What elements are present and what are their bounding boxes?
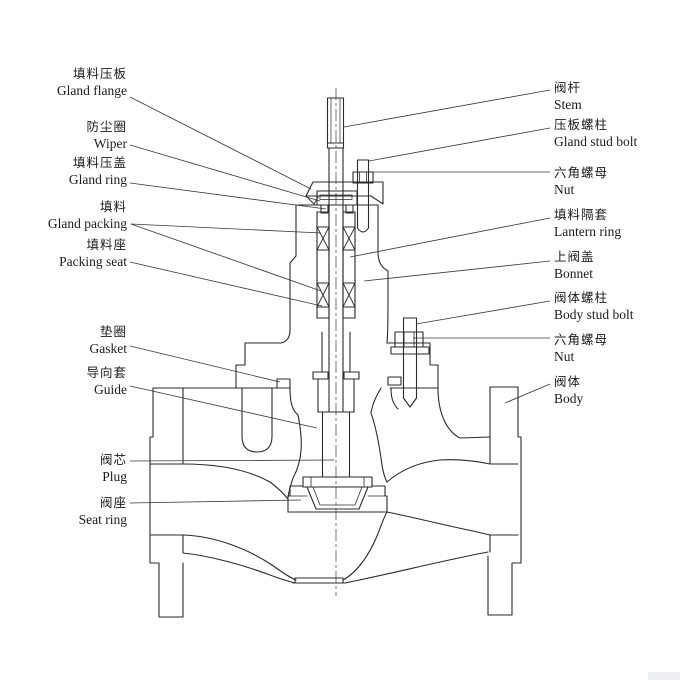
leader-lantern-ring bbox=[349, 217, 551, 258]
label-en: Packing seat bbox=[59, 253, 127, 269]
leader-gland-packing-2 bbox=[130, 223, 322, 292]
label-zh: 六角螺母 bbox=[554, 166, 609, 180]
leader-gasket bbox=[129, 345, 281, 383]
label-en: Bonnet bbox=[554, 265, 593, 281]
label-gland-stud-bolt: 压板螺柱 Gland stud bolt bbox=[554, 118, 680, 149]
label-zh: 六角螺母 bbox=[554, 333, 609, 347]
leader-bonnet bbox=[363, 260, 551, 282]
label-gland-ring: 填料压盖 Gland ring bbox=[0, 156, 127, 187]
label-wiper: 防尘圈 Wiper bbox=[0, 120, 127, 151]
leader-packing-seat bbox=[129, 261, 323, 307]
label-zh: 垫圈 bbox=[99, 325, 127, 339]
label-en: Body stud bolt bbox=[554, 306, 634, 322]
leader-gland-stud bbox=[368, 127, 551, 162]
packing-stack bbox=[316, 211, 356, 319]
body-nut bbox=[390, 331, 430, 355]
plug bbox=[302, 476, 373, 510]
leader-stem bbox=[343, 89, 551, 128]
wiper-ring bbox=[319, 194, 353, 200]
body-stud-bolt bbox=[402, 317, 418, 408]
leader-gland-packing-1 bbox=[130, 223, 322, 234]
label-zh: 填料隔套 bbox=[554, 208, 609, 222]
leader-body bbox=[504, 383, 551, 404]
label-zh: 导向套 bbox=[86, 366, 127, 380]
label-lantern-ring: 填料隔套 Lantern ring bbox=[554, 208, 680, 239]
leader-gland-ring bbox=[129, 182, 327, 210]
label-packing-seat: 填料座 Packing seat bbox=[0, 238, 127, 269]
label-zh: 填料 bbox=[99, 200, 127, 214]
leader-guide bbox=[129, 385, 318, 429]
label-gasket: 垫圈 Gasket bbox=[0, 325, 128, 356]
label-en: Nut bbox=[554, 181, 575, 197]
label-body-nut: 六角螺母 Nut bbox=[554, 333, 680, 364]
gasket bbox=[276, 376, 402, 389]
label-plug: 阀芯 Plug bbox=[0, 453, 127, 484]
guide-bushing bbox=[312, 371, 360, 413]
label-zh: 阀体螺柱 bbox=[554, 291, 609, 305]
label-zh: 上阀盖 bbox=[554, 250, 595, 264]
gland-ring bbox=[316, 190, 358, 214]
label-zh: 压板螺柱 bbox=[554, 118, 609, 132]
label-en: Seat ring bbox=[78, 511, 127, 527]
label-bonnet: 上阀盖 Bonnet bbox=[554, 250, 680, 281]
label-zh: 阀座 bbox=[99, 496, 127, 510]
label-gland-flange: 填料压板 Gland flange bbox=[0, 67, 127, 98]
label-gland-nut: 六角螺母 Nut bbox=[554, 166, 680, 197]
leader-wiper bbox=[129, 144, 321, 202]
label-guide: 导向套 Guide bbox=[0, 366, 127, 397]
leader-plug bbox=[129, 459, 335, 462]
label-en: Wiper bbox=[93, 135, 127, 151]
label-zh: 填料压盖 bbox=[72, 156, 127, 170]
label-zh: 阀体 bbox=[554, 375, 582, 389]
label-en: Gasket bbox=[89, 340, 128, 356]
leader-seat-ring bbox=[129, 499, 302, 504]
seat-ring bbox=[287, 485, 388, 513]
gland-nut bbox=[352, 171, 374, 184]
body bbox=[149, 386, 522, 618]
leader-body-stud bbox=[415, 300, 551, 325]
label-en: Plug bbox=[102, 468, 127, 484]
label-stem: 阀杆 Stem bbox=[554, 81, 680, 112]
label-body: 阀体 Body bbox=[554, 375, 680, 406]
label-zh: 阀杆 bbox=[554, 81, 582, 95]
leader-lines bbox=[129, 89, 551, 504]
label-en: Gland flange bbox=[56, 82, 127, 98]
label-zh: 防尘圈 bbox=[86, 120, 127, 134]
label-en: Gland ring bbox=[68, 171, 127, 187]
label-en: Lantern ring bbox=[554, 223, 622, 239]
label-en: Guide bbox=[94, 381, 127, 397]
label-seat-ring: 阀座 Seat ring bbox=[0, 496, 127, 527]
label-zh: 填料压板 bbox=[72, 67, 127, 81]
label-en: Gland packing bbox=[47, 215, 127, 231]
label-en: Gland stud bolt bbox=[554, 133, 638, 149]
bonnet bbox=[182, 204, 439, 389]
label-zh: 阀芯 bbox=[99, 453, 127, 467]
label-zh: 填料座 bbox=[86, 238, 127, 252]
label-body-stud-bolt: 阀体螺柱 Body stud bolt bbox=[554, 291, 680, 322]
watermark-block bbox=[648, 672, 680, 680]
label-en: Stem bbox=[554, 96, 582, 112]
label-en: Nut bbox=[554, 348, 575, 364]
label-en: Body bbox=[554, 390, 584, 406]
gland-packing-upper bbox=[316, 226, 356, 251]
gland-packing-lower bbox=[316, 282, 356, 308]
label-gland-packing: 填料 Gland packing bbox=[0, 200, 127, 231]
leader-gland-flange bbox=[129, 96, 312, 190]
